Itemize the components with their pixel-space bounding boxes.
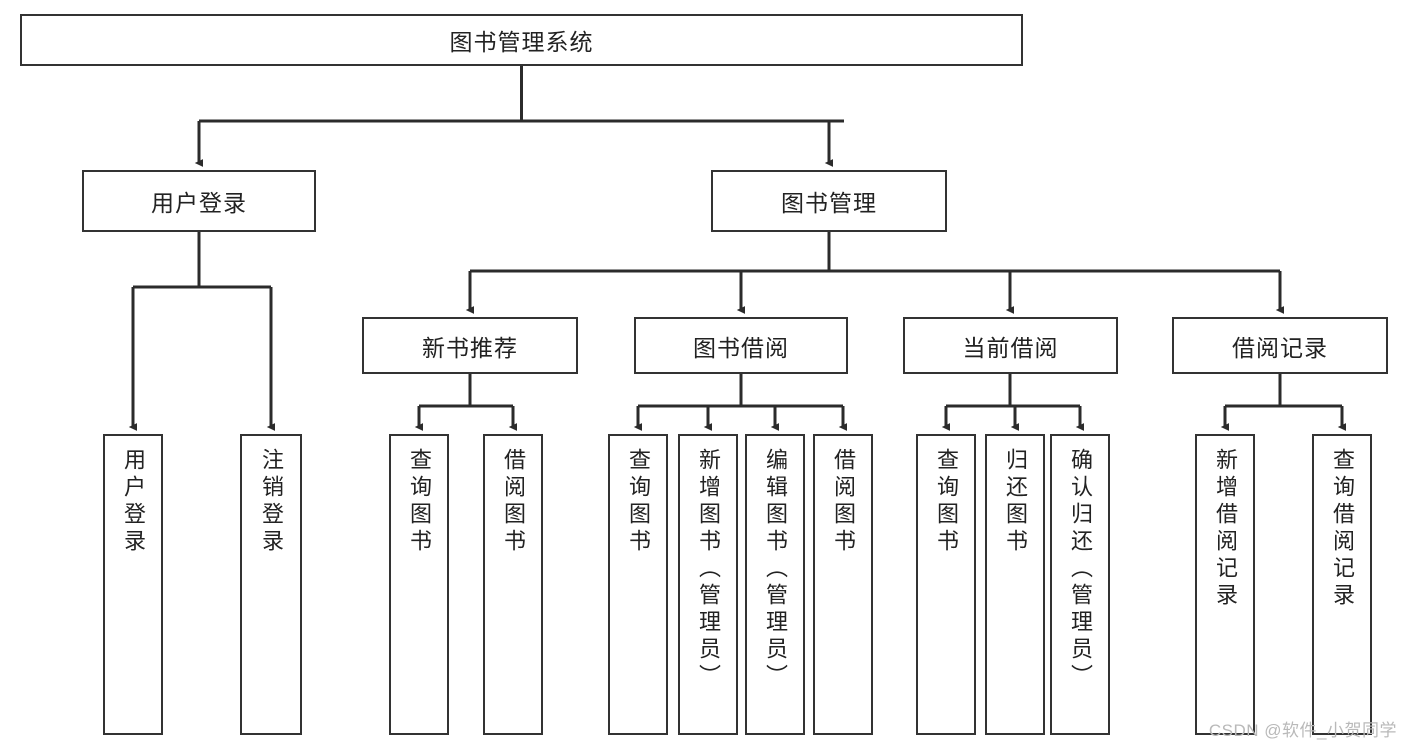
node-borrow-record-label: 借阅记录 — [1232, 334, 1328, 361]
node-leaf-query-book-3[interactable]: 查询图书 — [916, 434, 976, 735]
node-current-borrow-label: 当前借阅 — [962, 334, 1059, 361]
node-borrow-record[interactable]: 借阅记录 — [1172, 317, 1388, 374]
csdn-watermark: CSDN @软件_小贺同学 — [1208, 721, 1397, 740]
node-leaf-edit-book-label: 编辑图书（管理员） — [763, 448, 788, 691]
node-book-borrow-label: 图书借阅 — [693, 334, 789, 361]
node-leaf-query-borrow-record[interactable]: 查询借阅记录 — [1312, 434, 1372, 735]
node-leaf-confirm-return-label: 确认归还（管理员） — [1068, 448, 1093, 691]
node-leaf-add-book-label: 新增图书（管理员） — [696, 448, 721, 691]
node-leaf-add-borrow-record[interactable]: 新增借阅记录 — [1195, 434, 1255, 735]
node-current-borrow[interactable]: 当前借阅 — [903, 317, 1118, 374]
node-leaf-query-borrow-record-label: 查询借阅记录 — [1330, 448, 1355, 610]
node-leaf-borrow-book-2-label: 借阅图书 — [831, 448, 856, 556]
node-leaf-add-borrow-record-label: 新增借阅记录 — [1213, 448, 1238, 610]
node-leaf-confirm-return[interactable]: 确认归还（管理员） — [1050, 434, 1110, 735]
node-root[interactable]: 图书管理系统 — [20, 14, 1023, 66]
node-leaf-return-book[interactable]: 归还图书 — [985, 434, 1045, 735]
node-leaf-edit-book[interactable]: 编辑图书（管理员） — [745, 434, 805, 735]
node-user-login[interactable]: 用户登录 — [82, 170, 316, 232]
node-book-management[interactable]: 图书管理 — [711, 170, 947, 232]
node-leaf-borrow-book-2[interactable]: 借阅图书 — [813, 434, 873, 735]
node-book-management-label: 图书管理 — [781, 190, 877, 216]
node-book-borrow[interactable]: 图书借阅 — [634, 317, 848, 374]
node-user-login-label: 用户登录 — [151, 190, 247, 216]
node-leaf-query-book-1[interactable]: 查询图书 — [389, 434, 449, 735]
node-new-book-recommend-label: 新书推荐 — [422, 334, 518, 361]
node-leaf-user-login[interactable]: 用户登录 — [103, 434, 163, 735]
node-leaf-borrow-book-1-label: 借阅图书 — [501, 448, 526, 556]
node-leaf-query-book-2-label: 查询图书 — [626, 448, 651, 556]
node-leaf-borrow-book-1[interactable]: 借阅图书 — [483, 434, 543, 735]
node-leaf-logout[interactable]: 注销登录 — [240, 434, 302, 735]
node-new-book-recommend[interactable]: 新书推荐 — [362, 317, 578, 374]
node-leaf-add-book[interactable]: 新增图书（管理员） — [678, 434, 738, 735]
node-leaf-query-book-2[interactable]: 查询图书 — [608, 434, 668, 735]
node-leaf-query-book-3-label: 查询图书 — [934, 448, 959, 556]
node-root-label: 图书管理系统 — [449, 29, 594, 55]
node-leaf-query-book-1-label: 查询图书 — [407, 448, 432, 556]
node-leaf-return-book-label: 归还图书 — [1003, 448, 1028, 556]
node-leaf-user-login-label: 用户登录 — [121, 448, 146, 556]
node-leaf-logout-label: 注销登录 — [259, 448, 284, 556]
